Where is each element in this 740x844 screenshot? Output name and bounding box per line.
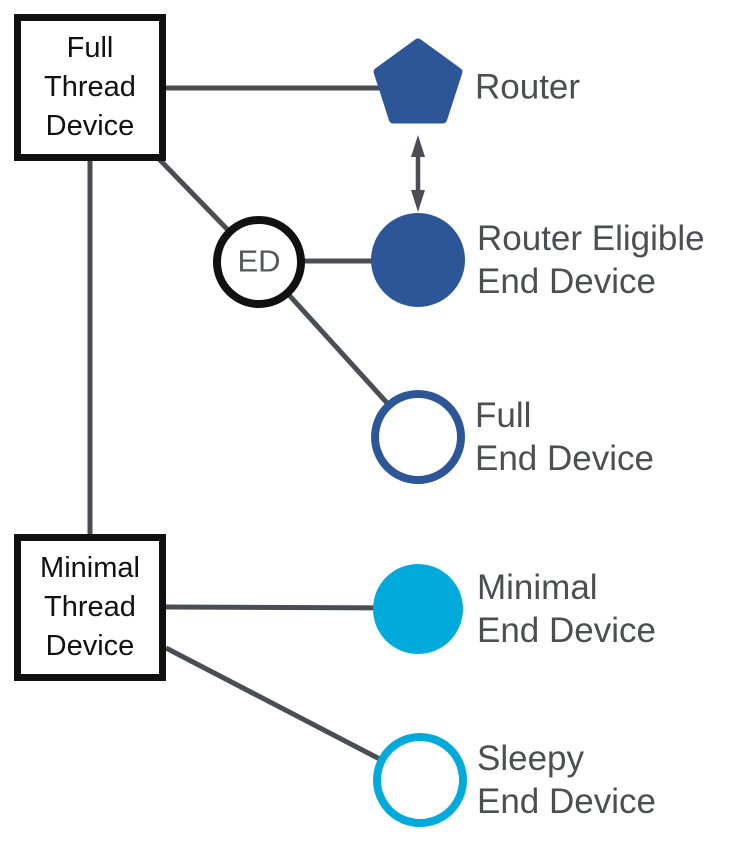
minimal-thread-device-box: Minimal Thread Device bbox=[14, 534, 166, 681]
router-eligible-end-device-label: Router Eligible End Device bbox=[477, 219, 705, 301]
router-pentagon-icon bbox=[373, 38, 463, 124]
full-end-device-label: Full End Device bbox=[475, 396, 654, 478]
full-end-device-circle bbox=[371, 390, 465, 484]
edge-mtd-sed bbox=[164, 645, 422, 783]
minimal-end-device-circle bbox=[373, 564, 463, 654]
minimal-end-device-label: Minimal End Device bbox=[477, 568, 656, 650]
end-device-badge-circle bbox=[213, 216, 305, 308]
sleepy-end-device-circle bbox=[373, 733, 467, 827]
router-eligible-end-device-circle bbox=[371, 213, 465, 307]
end-device-badge-label: ED bbox=[237, 243, 281, 279]
router-label: Router bbox=[475, 67, 581, 107]
double-arrow-router-reed bbox=[411, 135, 425, 212]
full-thread-device-box: Full Thread Device bbox=[14, 14, 166, 161]
sleepy-end-device-label: Sleepy End Device bbox=[477, 739, 656, 821]
